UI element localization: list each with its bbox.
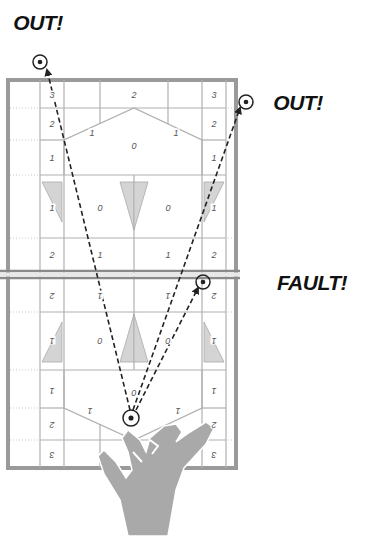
score-number: 2 [48, 291, 55, 300]
score-number: 0 [96, 204, 103, 213]
score-number: 0 [130, 388, 137, 397]
score-number: 2 [48, 251, 55, 260]
score-number: 1 [164, 291, 171, 300]
call-text: FAULT! [275, 272, 349, 293]
call-text: OUT! [11, 12, 64, 33]
score-number: 0 [130, 142, 137, 151]
score-number: 1 [48, 386, 55, 395]
score-number: 2 [210, 251, 217, 260]
score-number: 1 [210, 154, 217, 163]
score-number: 1 [86, 406, 93, 415]
score-number: 3 [210, 91, 217, 100]
score-number: 2 [210, 291, 217, 300]
score-number: 3 [210, 450, 217, 459]
score-number: 2 [48, 420, 55, 429]
shot-paths [47, 70, 240, 410]
score-number: 0 [96, 336, 103, 345]
flicking-hand [98, 422, 214, 536]
score-number: 2 [210, 420, 217, 429]
score-number: 1 [174, 406, 181, 415]
score-number: 1 [48, 204, 55, 213]
score-number: 1 [88, 129, 95, 138]
call-text: OUT! [271, 92, 324, 113]
score-number: 0 [164, 336, 171, 345]
score-number: 0 [164, 204, 171, 213]
score-number: 2 [130, 91, 137, 100]
score-number: 3 [48, 91, 55, 100]
score-number: 1 [48, 154, 55, 163]
score-number: 1 [210, 386, 217, 395]
score-number: 1 [172, 129, 179, 138]
landing-markers [33, 55, 253, 426]
score-number: 1 [210, 336, 217, 345]
score-number: 2 [48, 120, 55, 129]
score-number: 1 [96, 251, 103, 260]
score-number: 1 [210, 204, 217, 213]
score-number: 2 [210, 120, 217, 129]
score-number: 1 [164, 251, 171, 260]
score-number: 1 [48, 336, 55, 345]
score-number: 1 [96, 291, 103, 300]
score-number: 3 [48, 450, 55, 459]
